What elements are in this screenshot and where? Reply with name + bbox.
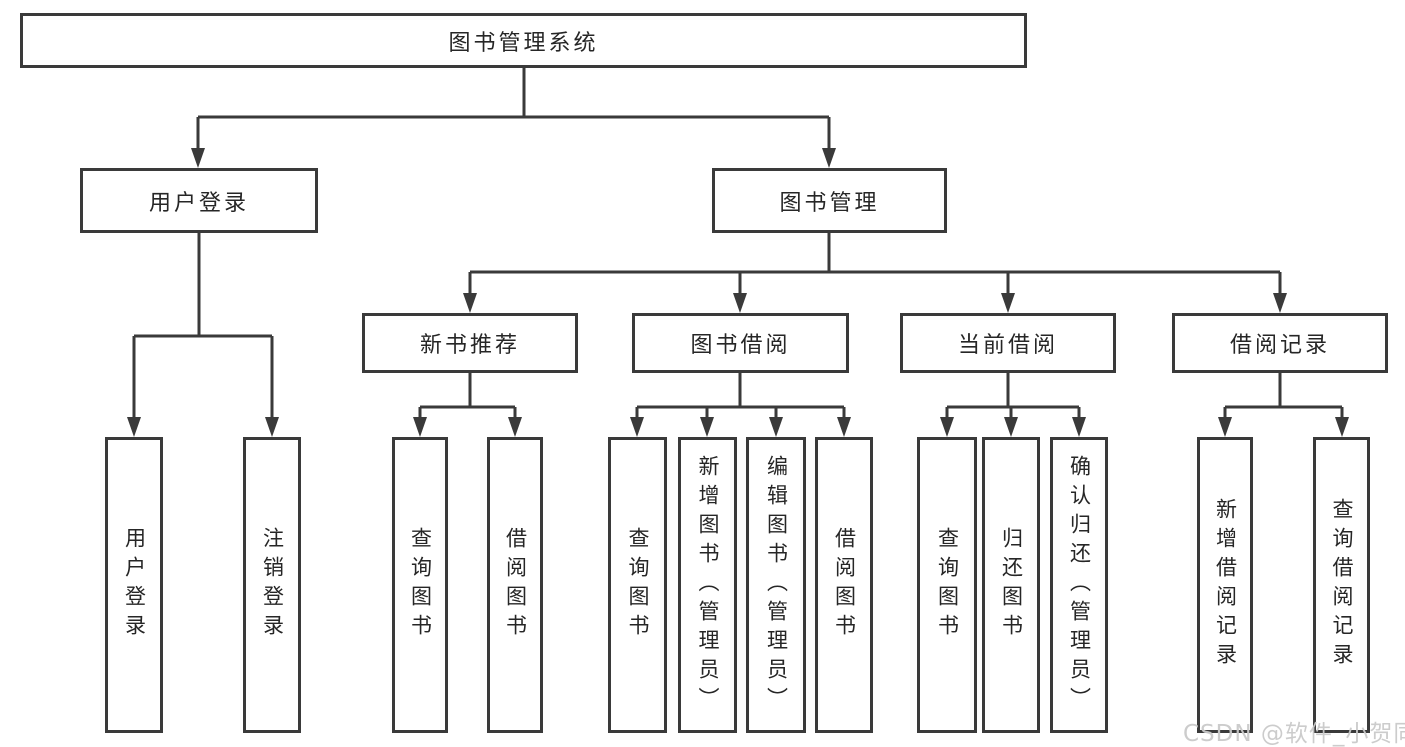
node-root: 图书管理系统 <box>20 13 1027 68</box>
leaf-add-borrow-record: 新增借阅记录 <box>1197 437 1253 733</box>
leaf-edit-books-admin: 编辑图书（管理员） <box>746 437 806 733</box>
leaf-user-login: 用户登录 <box>105 437 163 733</box>
leaf-query-borrow-record: 查询借阅记录 <box>1313 437 1370 733</box>
leaf-add-books-admin: 新增图书（管理员） <box>678 437 737 733</box>
leaf-query-books-3: 查询图书 <box>917 437 977 733</box>
leaf-confirm-return-admin: 确认归还（管理员） <box>1050 437 1108 733</box>
node-new-book-recommend: 新书推荐 <box>362 313 578 373</box>
leaf-borrow-books-1: 借阅图书 <box>487 437 543 733</box>
leaf-query-books-2: 查询图书 <box>608 437 667 733</box>
leaf-return-books: 归还图书 <box>982 437 1040 733</box>
watermark: CSDN @软件_小贺同学 <box>1183 721 1405 747</box>
node-book-borrow: 图书借阅 <box>632 313 849 373</box>
node-borrow-records: 借阅记录 <box>1172 313 1388 373</box>
node-user-login: 用户登录 <box>80 168 318 233</box>
node-book-management: 图书管理 <box>712 168 947 233</box>
leaf-query-books-1: 查询图书 <box>392 437 448 733</box>
leaf-borrow-books-2: 借阅图书 <box>815 437 873 733</box>
arrowheads <box>127 148 1349 437</box>
node-current-borrow: 当前借阅 <box>900 313 1116 373</box>
leaf-logout: 注销登录 <box>243 437 301 733</box>
